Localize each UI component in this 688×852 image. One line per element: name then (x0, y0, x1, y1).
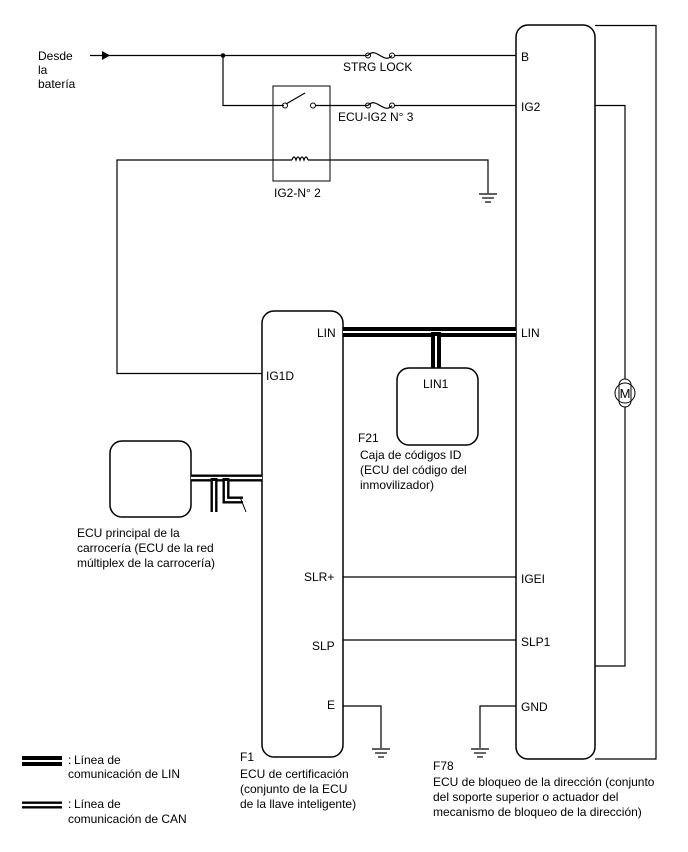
source-label-line1: Desde (38, 49, 73, 63)
ecu-ig2-fuse-label: ECU-IG2 N° 3 (338, 110, 414, 124)
id-code-box (396, 367, 479, 446)
legend-lin-line2: comunicación de LIN (68, 767, 180, 781)
legend-can-line1: Línea de (74, 797, 121, 811)
main-body-ecu-name-line2: carrocería (ECU de la red (77, 541, 214, 555)
certification-ecu-code: F1 (240, 750, 254, 764)
fuse-terminal (365, 52, 371, 59)
motor-circuit-wire (595, 104, 626, 379)
main-body-ecu-name-line3: múltiplex de la carrocería) (77, 556, 215, 570)
wire-ig1d-to-relay-coil (116, 159, 273, 375)
outer-power-wire (595, 24, 657, 760)
certification-ecu-box (261, 310, 344, 758)
battery-source: Desde la batería (38, 49, 76, 91)
pin-lin1-label: LIN1 (423, 377, 449, 391)
relay-contact (282, 102, 288, 109)
wire-junction-to-relay (222, 55, 284, 107)
certification-ecu-name-line3: de la llave inteligente) (240, 797, 356, 811)
wire-relay-coil-to-ground (330, 159, 489, 193)
main-body-ecu-box (109, 440, 192, 518)
source-label-line2: la (38, 63, 48, 77)
source-label-line3: batería (38, 77, 76, 91)
legend-lin-colon: : (68, 753, 71, 767)
id-code-box-name-line2: (ECU del código del (360, 463, 467, 477)
fuse-terminal (365, 102, 371, 109)
wire-gnd-to-ground (479, 705, 516, 748)
id-code-box-code: F21 (358, 431, 379, 445)
legend-can-line2: comunicación de CAN (68, 812, 187, 826)
strg-lock-fuse-label: STRG LOCK (343, 60, 412, 74)
ground-icon (479, 193, 497, 203)
pin-e-label: E (327, 698, 335, 712)
steering-lock-ecu-name-line1: ECU de bloqueo de la dirección (conjunto (433, 775, 655, 789)
ground-icon (471, 748, 489, 758)
id-code-box-name-line1: Caja de códigos ID (360, 448, 462, 462)
certification-ecu-name-line1: ECU de certificación (240, 767, 349, 781)
pin-slr-label: SLR+ (304, 570, 334, 584)
pin-lin-label: LIN (317, 326, 336, 340)
id-code-box-name-line3: inmovilizador) (360, 478, 434, 492)
steering-lock-ecu-name-line2: del soporte superior o actuador del (433, 790, 618, 804)
pin-ig2-label: IG2 (521, 100, 541, 114)
steering-lock-ecu-code: F78 (433, 759, 454, 773)
ground-icon (372, 748, 390, 758)
motor-icon (614, 382, 636, 404)
motor-circuit-wire (595, 407, 626, 667)
legend-can-colon: : (68, 797, 71, 811)
pin-ig1d-label: IG1D (266, 369, 294, 383)
pin-gnd-label: GND (521, 700, 548, 714)
relay-contact (310, 102, 316, 109)
pin-slp-label: SLP (312, 639, 335, 653)
motor-symbol (618, 378, 632, 408)
relay-coil-icon (291, 156, 309, 162)
ig2-relay-box (272, 85, 331, 182)
can-bus (191, 474, 262, 513)
wire-e-to-ground (343, 705, 382, 748)
relay-label: IG2-N° 2 (274, 186, 321, 200)
steering-lock-ecu-box (515, 24, 596, 760)
main-body-ecu-name-line1: ECU principal de la (77, 526, 180, 540)
steering-lock-ecu-name-line3: mecanismo de bloqueo de la dirección) (433, 805, 642, 819)
relay-switch-icon (285, 92, 306, 105)
legend-lin-line1: Línea de (74, 753, 121, 767)
pin-b-label: B (521, 50, 529, 64)
lin-bus (343, 327, 516, 369)
pin-igei-label: IGEI (521, 572, 545, 586)
pin-slp1-label: SLP1 (521, 635, 551, 649)
ecu-ig2-fuse-icon (367, 102, 393, 109)
motor-label: M (620, 386, 631, 401)
strg-lock-fuse-icon (367, 52, 393, 59)
pin-lin-steering-label: LIN (521, 326, 540, 340)
certification-ecu-name-line2: (conjunto de la ECU (240, 782, 347, 796)
